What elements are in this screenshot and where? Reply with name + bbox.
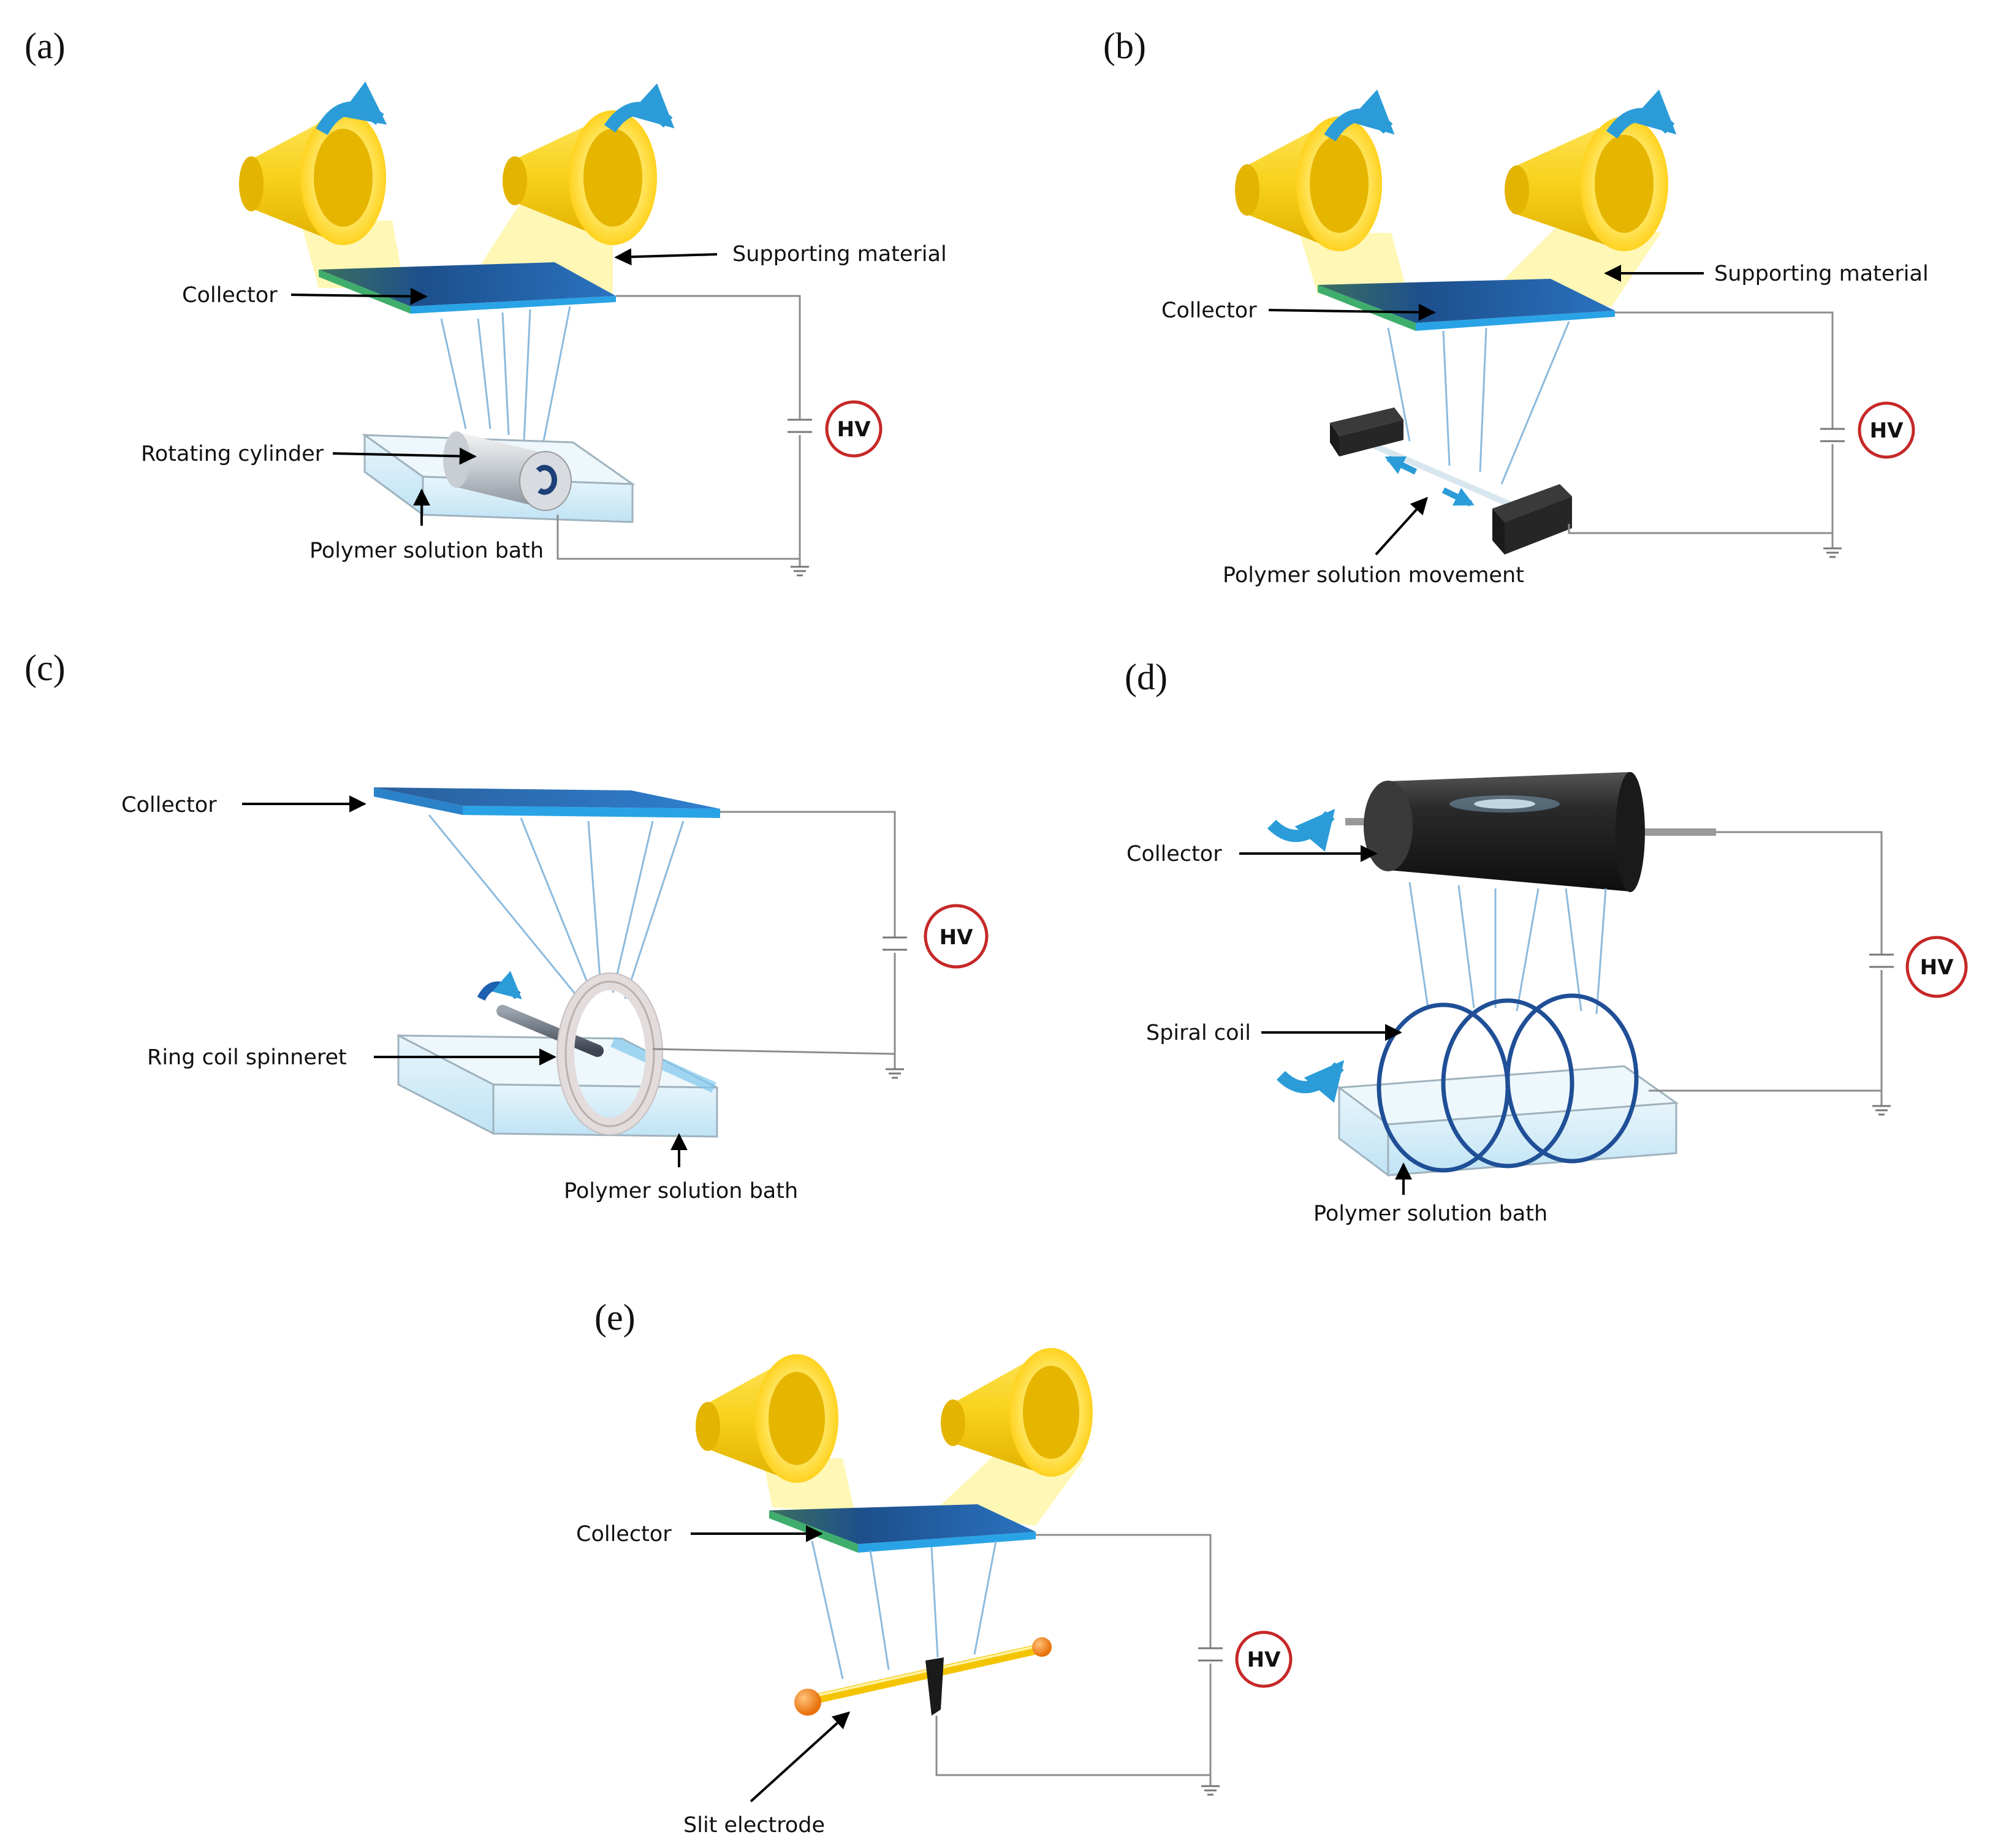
yellow-roller-icon: [941, 1348, 1093, 1477]
hv-label: HV: [1870, 418, 1904, 443]
panel-d-letter: (d): [1125, 657, 1168, 697]
hv-source: HV: [1905, 936, 1968, 998]
panel-b: (b): [1103, 26, 1929, 588]
hv-label: HV: [1920, 955, 1954, 980]
panel-a-letter: (a): [25, 26, 66, 66]
collector-label: Collector: [1126, 842, 1222, 866]
panel-d: (d): [1125, 657, 1968, 1226]
rotation-arrow-icon: [477, 971, 522, 1001]
panel-a: (a): [25, 26, 947, 577]
fiber-jets: [440, 306, 571, 448]
rotation-arrow-icon: [604, 83, 675, 133]
rotation-arrow-icon: [1276, 1060, 1345, 1103]
rotation-arrow-icon: [1606, 89, 1677, 139]
yellow-roller-icon: [239, 110, 386, 245]
bath-label: Polymer solution bath: [564, 1179, 798, 1203]
movement-arrow-icon: [1441, 487, 1475, 507]
hv-source: HV: [924, 904, 989, 969]
yellow-roller-icon: [696, 1354, 838, 1483]
slit-electrode-label: Slit electrode: [683, 1813, 825, 1838]
hv-label: HV: [940, 925, 973, 950]
panel-c-letter: (c): [25, 648, 66, 688]
yellow-roller-icon: [1235, 116, 1382, 251]
hv-source: HV: [1858, 401, 1915, 459]
panel-e-letter: (e): [594, 1297, 636, 1338]
slit-electrode: [794, 1637, 1052, 1716]
ring-coil-label: Ring coil spinneret: [147, 1045, 347, 1070]
collector-label: Collector: [182, 283, 278, 308]
yellow-roller-icon: [1505, 116, 1668, 251]
supporting-material-label: Supporting material: [1714, 262, 1929, 286]
movement-label: Polymer solution movement: [1223, 563, 1524, 588]
collector-plate: [769, 1504, 1036, 1553]
supporting-material-label: Supporting material: [732, 242, 947, 267]
rotation-arrow-icon: [1267, 809, 1335, 852]
electrode-block: [1492, 484, 1572, 555]
hv-label: HV: [837, 417, 871, 442]
panel-b-letter: (b): [1103, 26, 1146, 66]
bath-label: Polymer solution bath: [310, 539, 544, 563]
rotation-arrow-icon: [316, 81, 387, 135]
hv-label: HV: [1247, 1648, 1281, 1672]
panel-e: (e): [576, 1297, 1293, 1838]
bath-label: Polymer solution bath: [1313, 1202, 1548, 1226]
collector-label: Collector: [121, 793, 217, 817]
hv-source: HV: [1235, 1630, 1293, 1688]
rotation-arrow-icon: [1324, 89, 1395, 142]
collector-drum: [1345, 772, 1716, 892]
panel-c: (c): [25, 648, 989, 1203]
collector-label: Collector: [1161, 298, 1257, 323]
rotating-cylinder: [443, 431, 572, 511]
rotating-cylinder-label: Rotating cylinder: [141, 442, 324, 466]
fiber-jets: [1408, 882, 1607, 1015]
yellow-roller-icon: [503, 110, 657, 245]
movement-arrow-icon: [1384, 455, 1418, 475]
electrode-block: [1330, 407, 1403, 456]
fiber-jets: [428, 814, 685, 999]
fiber-jets: [811, 1540, 997, 1679]
fiber-jets: [1387, 321, 1570, 485]
spiral-coil-label: Spiral coil: [1146, 1021, 1251, 1045]
collector-label: Collector: [576, 1522, 672, 1547]
hv-source: HV: [825, 400, 883, 458]
ring-coil-spinneret: [556, 972, 663, 1135]
collector-plate: [374, 787, 720, 818]
